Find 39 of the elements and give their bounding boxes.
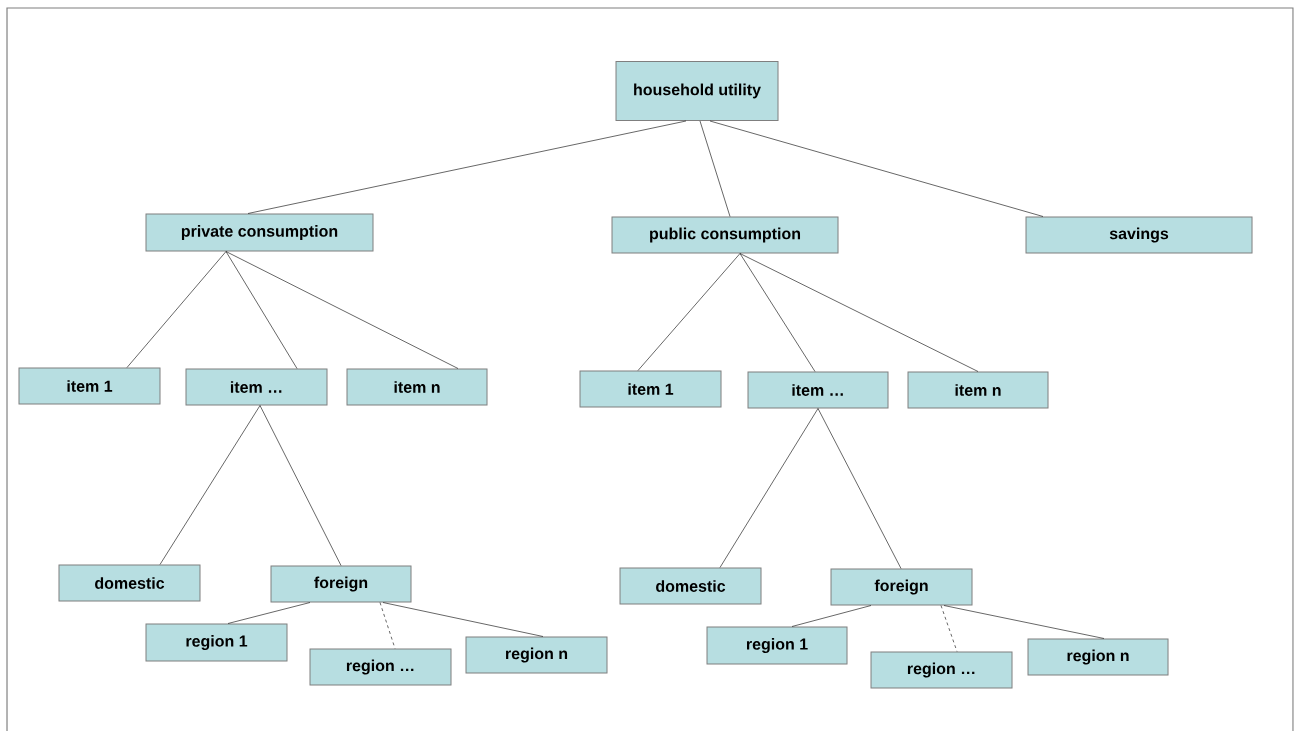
connector-line [247, 120, 687, 214]
connector-line [382, 602, 544, 637]
connector-line [817, 408, 902, 569]
category-box: domestic [619, 567, 762, 605]
category-box: item n [907, 371, 1049, 409]
category-box: region n [465, 636, 608, 674]
category-box: region … [870, 651, 1013, 689]
category-box: item … [185, 368, 328, 406]
category-box: foreign [830, 568, 973, 606]
connector-line [719, 408, 819, 568]
connector-line [159, 405, 261, 565]
category-box: public consumption [611, 216, 839, 254]
connector-line [709, 120, 1044, 217]
category-box: item n [346, 368, 488, 406]
category-box: private consumption [145, 213, 374, 252]
connector-line [225, 251, 298, 369]
connector-line [379, 602, 396, 649]
connector-line [259, 405, 342, 566]
connector-line [126, 251, 227, 368]
category-box: foreign [270, 565, 412, 603]
connector-line [699, 120, 731, 217]
connector-line [225, 251, 459, 369]
category-box: item … [747, 371, 889, 409]
connector-line [940, 605, 958, 652]
connector-line [739, 253, 979, 372]
category-box: region … [309, 648, 452, 686]
category-box: savings [1025, 216, 1253, 254]
connector-line [791, 605, 872, 627]
connector-line [943, 605, 1105, 639]
category-box: domestic [58, 564, 201, 602]
category-box: region n [1027, 638, 1169, 676]
category-box: region 1 [145, 623, 288, 662]
category-box: item 1 [579, 370, 722, 408]
category-box: region 1 [706, 626, 848, 665]
connector-line [739, 253, 816, 372]
connector-line [637, 253, 741, 371]
category-box: household utility [615, 61, 779, 121]
category-box: item 1 [18, 367, 161, 405]
connector-line [227, 602, 311, 624]
